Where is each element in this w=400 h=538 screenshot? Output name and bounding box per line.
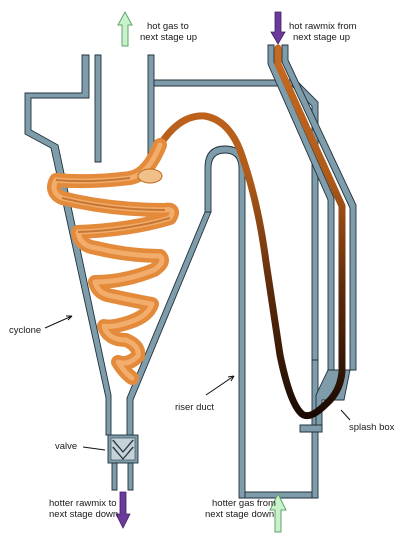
up-arrow-icon [269, 492, 287, 533]
label-hot-gas-up-line1: hot gas to [147, 21, 189, 32]
down-arrow-icon [115, 491, 131, 529]
gas-outlet-left-wall [94, 54, 102, 163]
valve [107, 434, 139, 491]
cyclone-body [24, 54, 319, 499]
up-arrow-icon [117, 10, 133, 47]
valve-outlet-right [127, 462, 134, 491]
label-rawmix-from-line1: hot rawmix from [289, 21, 357, 32]
down-arrow-icon [270, 11, 286, 45]
label-hot-gas-up-line2: next stage up [140, 32, 197, 43]
label-cyclone: cyclone [9, 325, 41, 336]
rawmix-flow [156, 44, 346, 420]
splash-box-lower [299, 424, 323, 433]
valve-outlet-left [111, 462, 118, 491]
chute-right-wall [281, 44, 357, 371]
label-gas-from-line1: hotter gas from [212, 498, 276, 509]
label-riser-duct: riser duct [175, 402, 214, 413]
riser-duct-top [204, 145, 246, 499]
rawmix-spiral [47, 138, 180, 385]
label-gas-from-line2: next stage down [205, 509, 274, 520]
label-rawmix-from-line2: next stage up [293, 32, 350, 43]
label-rawmix-down-line2: next stage down [49, 509, 118, 520]
label-valve: valve [55, 441, 77, 452]
label-rawmix-down-line1: hotter rawmix to [49, 498, 117, 509]
valve-inner [110, 437, 136, 461]
label-splash-box: splash box [349, 422, 395, 433]
leader-lines [44, 315, 351, 451]
labels: hot gas to next stage up hot rawmix from… [9, 21, 395, 520]
